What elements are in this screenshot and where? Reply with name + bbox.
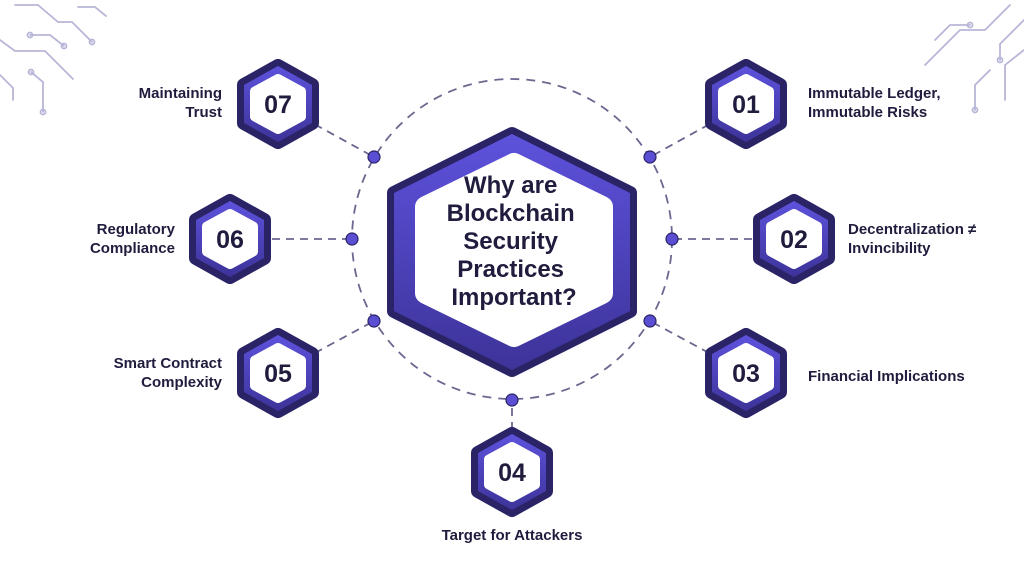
item-number: 06 xyxy=(216,226,244,254)
connector-dot xyxy=(505,393,519,407)
item-number: 01 xyxy=(732,91,760,119)
item-number: 07 xyxy=(264,91,292,119)
item-02: 02 Decentralization ≠Invincibility xyxy=(753,194,977,284)
item-01: 01 Immutable Ledger,Immutable Risks xyxy=(705,59,941,149)
connector-dot xyxy=(367,150,381,164)
central-title: Why are Blockchain Security Practices Im… xyxy=(447,172,582,311)
connector-dot xyxy=(643,314,657,328)
connector-dot xyxy=(643,150,657,164)
connector-dot xyxy=(367,314,381,328)
item-number: 04 xyxy=(498,459,526,487)
item-label: Target for Attackers xyxy=(442,527,583,544)
connector-dot xyxy=(665,232,679,246)
central-hexagon xyxy=(387,127,637,377)
connector-dot xyxy=(345,232,359,246)
item-label: Immutable Ledger,Immutable Risks xyxy=(808,85,941,121)
circuit-decoration xyxy=(0,4,1024,116)
item-label: Financial Implications xyxy=(808,368,965,385)
item-number: 02 xyxy=(780,226,808,254)
item-number: 05 xyxy=(264,360,292,388)
item-number: 03 xyxy=(732,360,760,388)
item-03: 03 Financial Implications xyxy=(705,328,965,418)
item-label: Decentralization ≠Invincibility xyxy=(848,221,977,257)
